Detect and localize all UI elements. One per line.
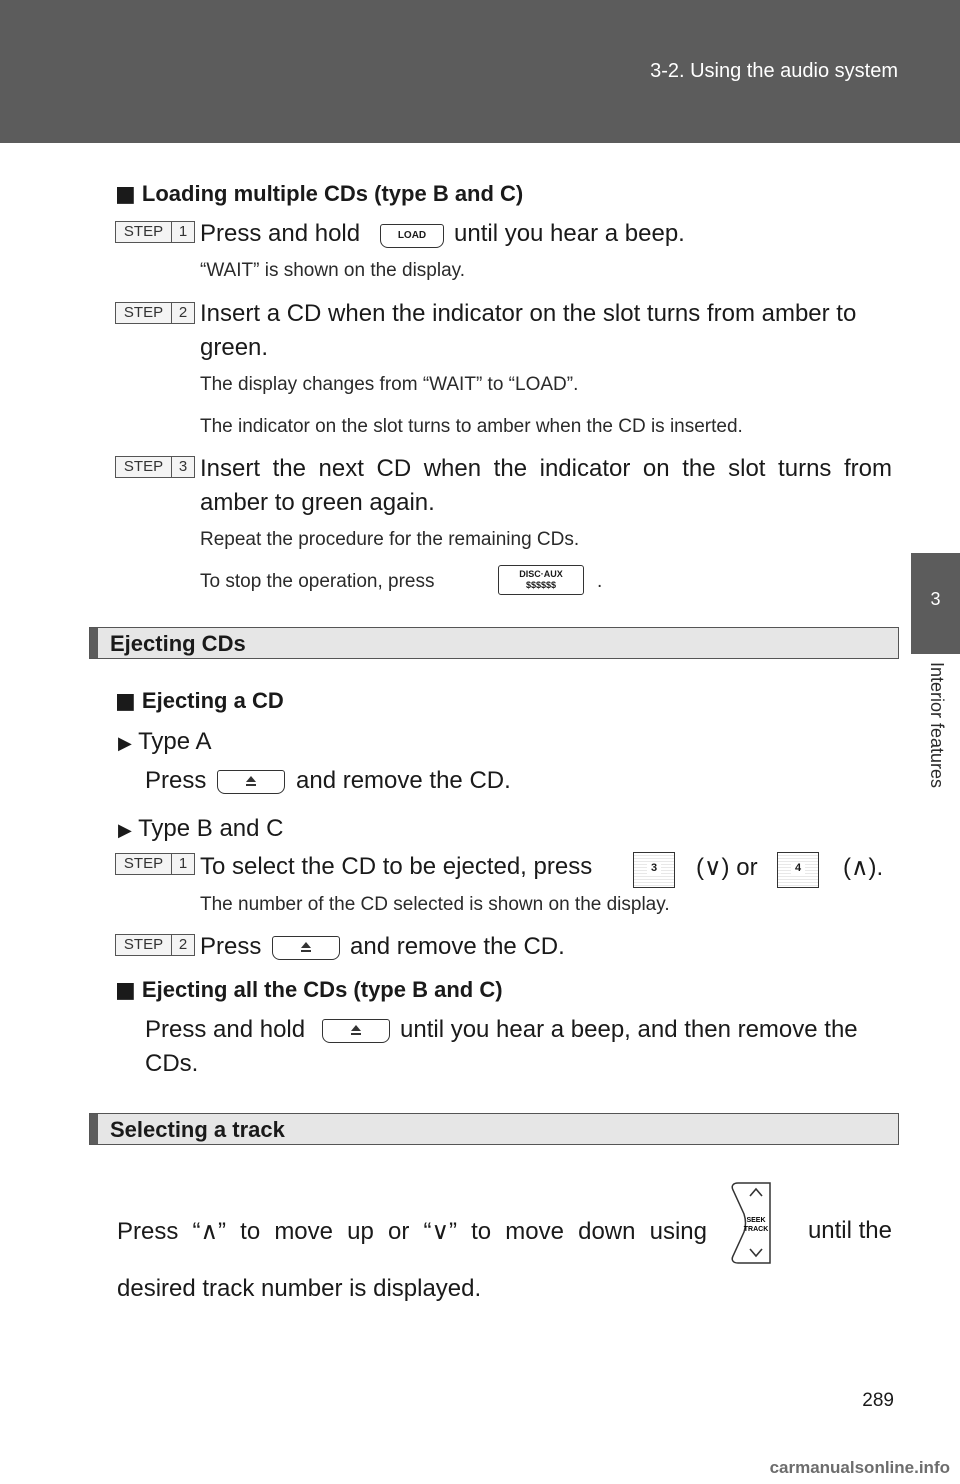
section-title: Selecting a track [110, 1117, 285, 1142]
chapter-tab: 3 [911, 553, 960, 654]
up-text: (∧). [843, 854, 884, 881]
selecting-line1-end: until the [807, 1217, 892, 1244]
step-badge-1: STEP 1 [115, 221, 195, 243]
step2-line2: green. [200, 334, 269, 361]
chapter-number: 3 [930, 589, 941, 609]
step1-text-before: Press and hold [200, 220, 361, 247]
chapter-label: Interior features [920, 662, 960, 832]
type-bc-step1-note: The number of the CD selected is shown o… [200, 894, 670, 915]
page-number: 289 [862, 1390, 894, 1411]
step2-line1: Insert a CD when the indicator on the sl… [200, 300, 857, 327]
square-bullet-icon: ■ [115, 978, 136, 1003]
svg-text:SEEK: SEEK [746, 1217, 765, 1224]
eject-all-rest: until you hear a beep, and then remove t… [400, 1016, 858, 1043]
step-badge-2: STEP 2 [115, 302, 195, 324]
chapter-title: 3-2. Using the audio system [650, 60, 898, 82]
ejecting-a-cd-heading: ■ Ejecting a CD [115, 688, 284, 714]
arrow-right-icon: ▶ [118, 820, 132, 841]
chapter-label-text: Interior features [927, 662, 947, 789]
eject-button-icon [217, 770, 285, 794]
loading-heading: ■ Loading multiple CDs (type B and C) [115, 181, 523, 207]
type-a-press: Press [145, 767, 207, 794]
type-bc-step2-press: Press [200, 933, 262, 960]
preset-4-button-icon: 4 [777, 852, 819, 888]
step3-line2: amber to green again. [200, 489, 435, 516]
eject-all-line2: CDs. [145, 1050, 199, 1077]
page-header: 3-2. Using the audio system [0, 0, 960, 143]
step-badge-3: STEP 3 [115, 456, 195, 478]
type-bc-step2-remove: and remove the CD. [350, 933, 565, 960]
down-or-text: (∨) or [696, 854, 758, 881]
section-selecting-track: Selecting a track [89, 1113, 899, 1145]
loading-heading-text: Loading multiple CDs (type B and C) [141, 181, 524, 206]
eject-all-press: Press and hold [145, 1016, 306, 1043]
disc-aux-button-icon: DISC·AUX $$$$$$ [498, 565, 584, 595]
selecting-line1: Press “∧” to move up or “∨” to move down… [117, 1218, 707, 1245]
step1-note: “WAIT” is shown on the display. [200, 260, 466, 281]
step3-note-1: Repeat the procedure for the remaining C… [200, 529, 580, 550]
step2-note-1: The display changes from “WAIT” to “LOAD… [200, 374, 579, 395]
selecting-line2: desired track number is displayed. [117, 1275, 482, 1302]
type-a-remove: and remove the CD. [296, 767, 511, 794]
step1-text-after: until you hear a beep. [454, 220, 685, 247]
arrow-right-icon: ▶ [118, 733, 132, 754]
step3-line1: Insert the next CD when the indicator on… [200, 455, 892, 482]
step-badge-2: STEP 2 [115, 934, 195, 956]
preset-3-button-icon: 3 [633, 852, 675, 888]
step-badge-1: STEP 1 [115, 853, 195, 875]
ejecting-all-heading: ■ Ejecting all the CDs (type B and C) [115, 977, 503, 1003]
step2-note-2: The indicator on the slot turns to amber… [200, 416, 743, 437]
type-a-label: ▶ Type A [118, 728, 212, 755]
eject-button-icon [272, 936, 340, 960]
type-bc-step1-text: To select the CD to be ejected, press [200, 853, 593, 880]
square-bullet-icon: ■ [115, 689, 136, 714]
load-button-icon: LOAD [380, 224, 444, 248]
type-bc-label: ▶ Type B and C [118, 815, 284, 842]
section-ejecting-cds: Ejecting CDs [89, 627, 899, 659]
seek-track-switch-icon: SEEK TRACK [731, 1182, 771, 1264]
svg-text:TRACK: TRACK [744, 1226, 769, 1233]
step3-note-end: . [597, 571, 603, 592]
eject-button-icon [322, 1019, 390, 1043]
step3-note-2: To stop the operation, press [200, 571, 435, 592]
square-bullet-icon: ■ [115, 182, 136, 207]
watermark: carmanualsonline.info [769, 1458, 950, 1477]
section-title: Ejecting CDs [110, 631, 246, 656]
